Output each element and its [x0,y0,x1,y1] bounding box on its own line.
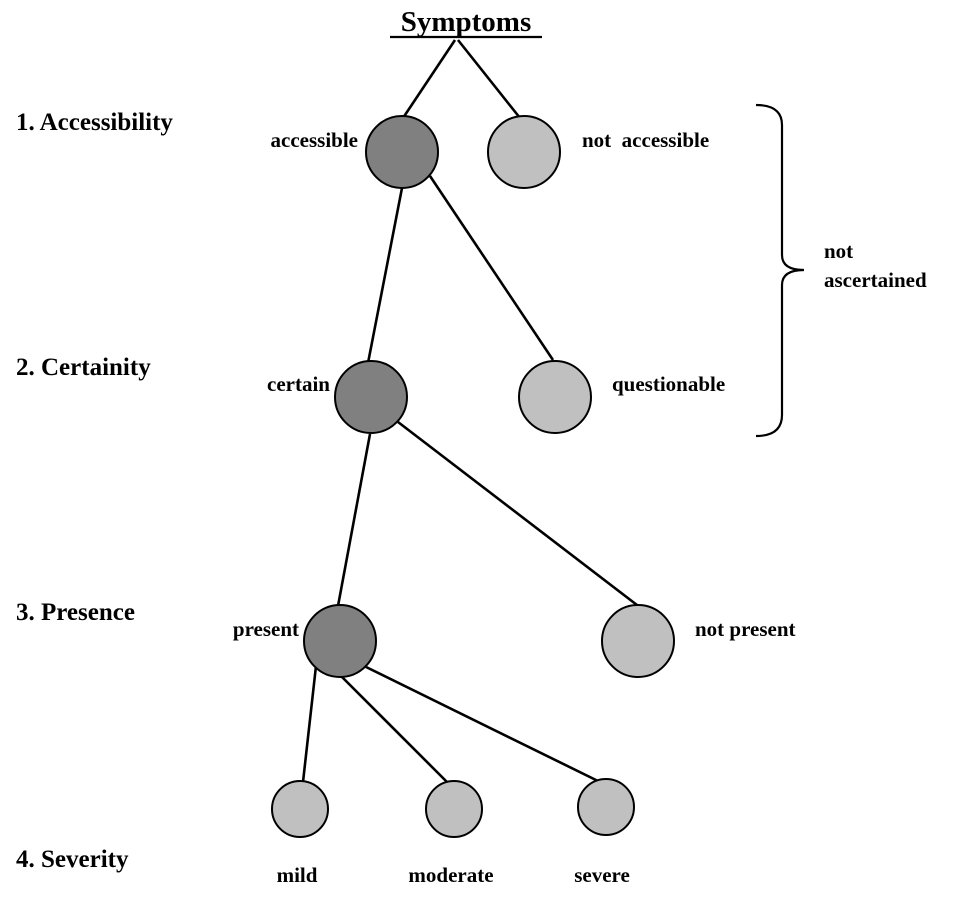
node-label-severe: severe [574,863,630,887]
bracket-label-line1: not [824,239,853,263]
node-label-moderate: moderate [408,863,493,887]
node-moderate [425,780,483,838]
edge-root-accessible [401,39,457,119]
edge-present-moderate [339,674,448,783]
node-accessible [365,115,439,189]
edge-present-severe [361,663,601,784]
node-label-accessible: accessible [271,128,358,152]
bracket-label-line2: ascertained [824,268,927,292]
level-label-presence: 3. Presence [16,599,135,626]
edge-accessible-questionable [428,175,555,361]
level-label-accessibility: 1. Accessibility [16,109,173,136]
edge-certain-not-present [397,420,638,607]
node-present [303,604,377,678]
level-label-certainty: 2. Certainity [16,354,151,381]
tree-nodes [271,115,675,838]
node-certain [334,360,408,434]
node-severe [577,778,635,836]
diagram-title: Symptoms [401,6,532,38]
node-label-present: present [233,617,299,641]
edge-certain-present [336,433,372,607]
level-label-severity: 4. Severity [16,846,129,873]
node-not-accessible [487,115,561,189]
tree-edges [301,39,638,784]
edge-root-not-accessible [456,39,522,119]
node-label-certain: certain [267,372,330,396]
node-questionable [518,360,592,434]
edge-accessible-certain [366,187,404,364]
edge-present-mild [301,665,318,783]
node-not-present [601,604,675,678]
node-label-not-accessible: not accessible [582,128,709,152]
node-label-not-present: not present [695,617,796,641]
node-label-questionable: questionable [612,372,725,396]
node-label-mild: mild [277,863,318,887]
node-mild [271,780,329,838]
curly-bracket [755,103,805,438]
